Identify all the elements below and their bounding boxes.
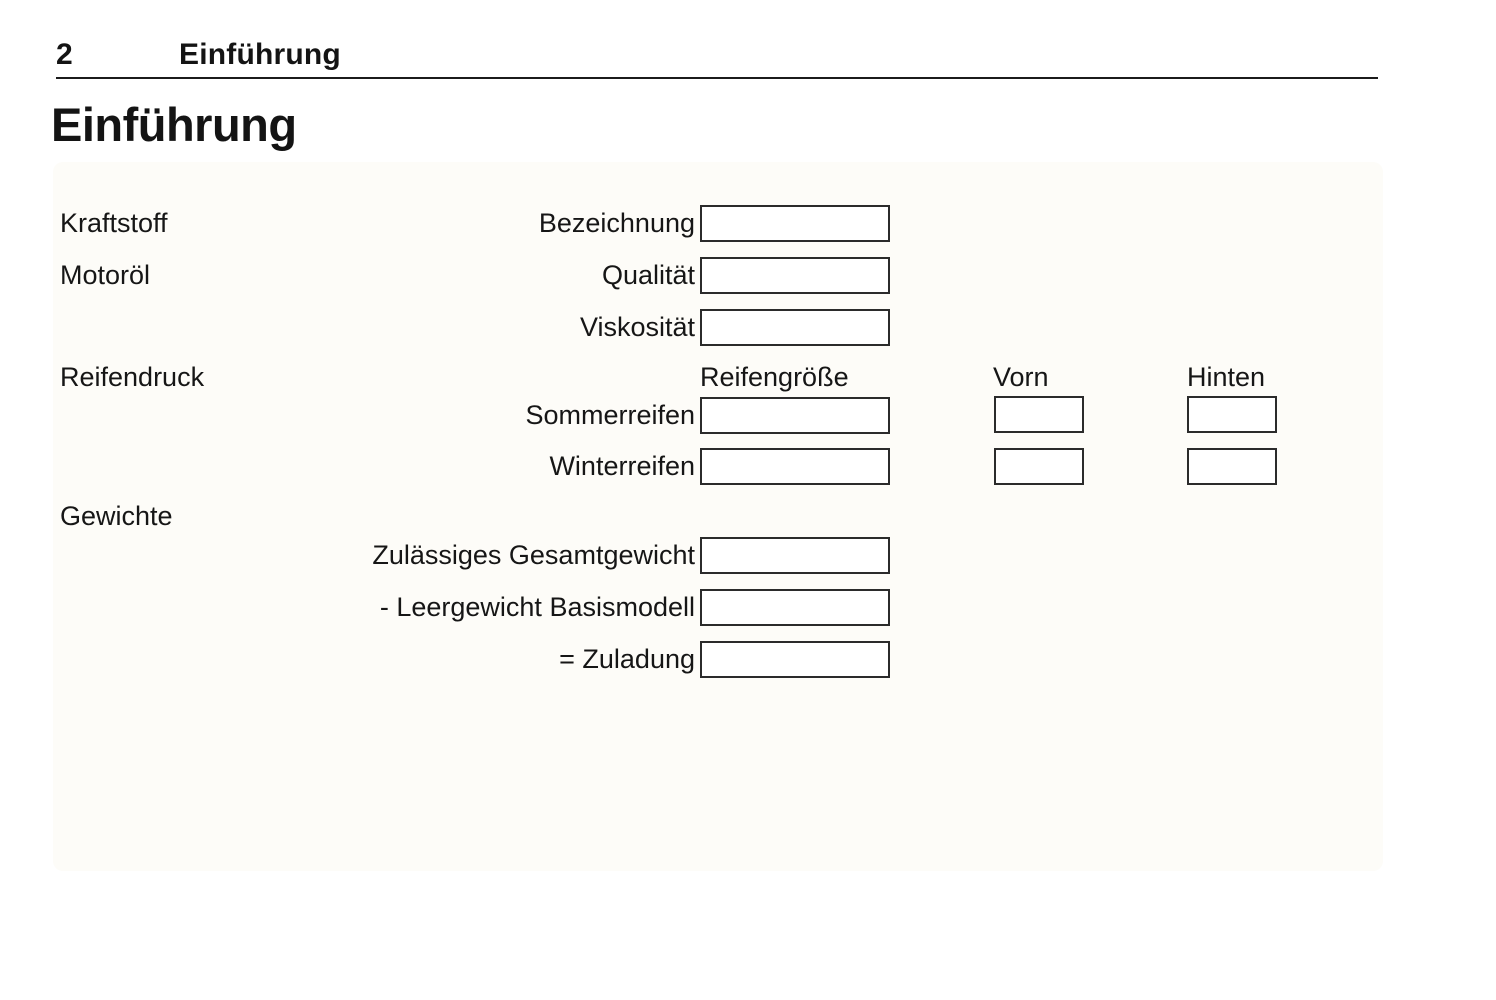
field-label-winterreifen: Winterreifen [549, 451, 695, 481]
field-label-qualitaet: Qualität [601, 260, 695, 290]
column-header-vorn: Vorn [993, 362, 1049, 392]
field-label-gesamtgewicht: Zulässiges Gesamtgewicht [372, 540, 695, 570]
qualitaet-field[interactable] [700, 257, 890, 294]
section-label-reifendruck: Reifendruck [60, 362, 205, 392]
page-title: Einführung [51, 98, 297, 151]
column-header-hinten: Hinten [1187, 362, 1266, 392]
section-label-kraftstoff: Kraftstoff [60, 208, 168, 238]
field-label-leergewicht: - Leergewicht Basismodell [379, 592, 695, 622]
sommerreifen-hinten-field[interactable] [1187, 396, 1277, 433]
bezeichnung-field[interactable] [700, 205, 890, 242]
section-label-motoroel: Motoröl [60, 260, 151, 290]
column-header-reifengroesse: Reifengröße [700, 362, 849, 392]
field-label-sommerreifen: Sommerreifen [525, 400, 695, 430]
winterreifen-hinten-field[interactable] [1187, 448, 1277, 485]
winterreifen-vorn-field[interactable] [994, 448, 1084, 485]
page-number: 2 [56, 38, 73, 71]
page-header: 2 Einführung [56, 38, 1378, 79]
field-label-viskositaet: Viskosität [579, 312, 695, 342]
gesamtgewicht-field[interactable] [700, 537, 890, 574]
winterreifen-groesse-field[interactable] [700, 448, 890, 485]
field-label-zuladung: = Zuladung [559, 644, 695, 674]
leergewicht-field[interactable] [700, 589, 890, 626]
zuladung-field[interactable] [700, 641, 890, 678]
viskositaet-field[interactable] [700, 309, 890, 346]
header-title: Einführung [179, 38, 341, 71]
sommerreifen-groesse-field[interactable] [700, 397, 890, 434]
field-label-bezeichnung: Bezeichnung [538, 208, 695, 238]
section-label-gewichte: Gewichte [60, 501, 173, 531]
sommerreifen-vorn-field[interactable] [994, 396, 1084, 433]
